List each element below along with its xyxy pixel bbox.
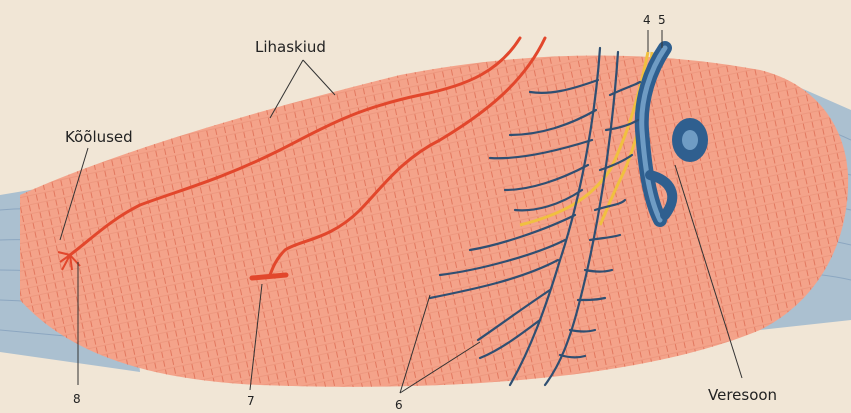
label-num-8: 8 (73, 392, 81, 406)
label-num-6: 6 (395, 398, 403, 412)
label-num-7: 7 (247, 394, 255, 408)
label-koolused: Kõõlused (65, 128, 133, 146)
label-lihaskiud: Lihaskiud (255, 38, 326, 56)
label-num-5: 5 (658, 13, 666, 27)
label-veresoon: Veresoon (708, 386, 777, 404)
label-num-4: 4 (643, 13, 651, 27)
